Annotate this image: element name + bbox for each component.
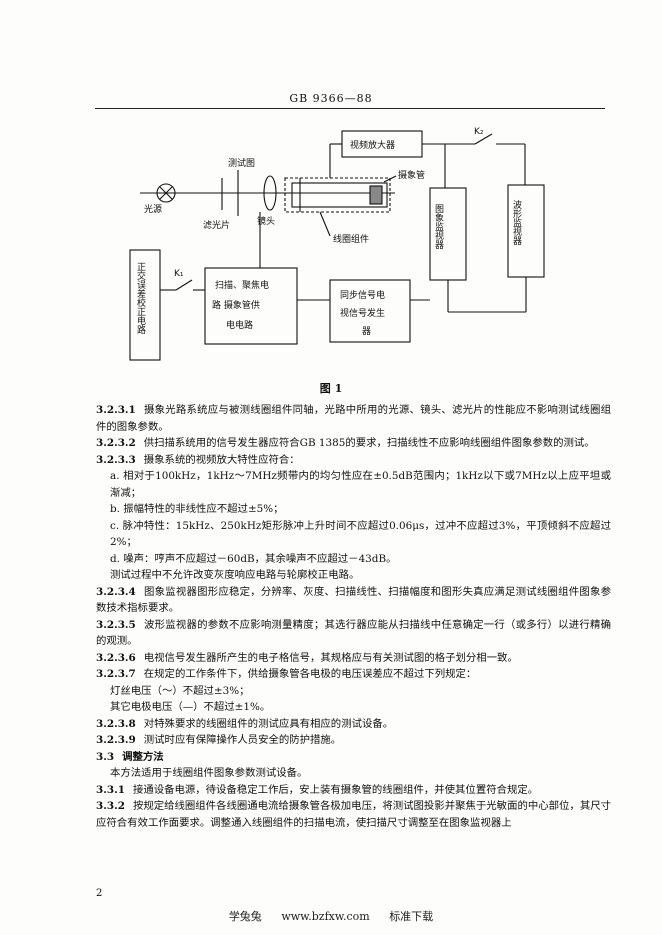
footer-watermark: 学兔兔 www.bzfxw.com 标准下载: [0, 908, 662, 924]
section-heading: 3.3 调整方法: [96, 749, 611, 766]
lens-icon: [263, 175, 277, 211]
label-video-amp: 视频放大器: [350, 139, 395, 151]
scan-focus-box: [204, 267, 298, 345]
sync-generator-box: [329, 279, 411, 343]
label-sync-line1: 同步信号电: [340, 289, 385, 301]
label-lens: 镜头: [257, 215, 275, 227]
paragraph-text: 在规定的工作条件下，供给摄象管各电极的电压误差应不超过下列规定：: [143, 668, 477, 680]
paragraph-text: 对特殊要求的线圈组件的测试应具有相应的测试设备。: [143, 717, 394, 730]
label-sync-line2: 视信号发生: [340, 307, 385, 319]
paragraph: d. 噪声：哼声不应超过－60dB，其余噪声不应超过－43dB。: [96, 551, 611, 568]
footer-site: 学兔兔: [228, 910, 262, 923]
paragraph: 其它电极电压（—）不超过±1%。: [96, 699, 611, 716]
paragraph-text: 波形监视器的参数不应影响测量精度；其选行器应能从扫描线中任意确定一行（或多行）以…: [96, 618, 611, 648]
paragraph-text: b. 振幅特性的非线性应不超过±5%；: [110, 503, 284, 515]
clause-number: 3.2.3.3: [96, 453, 136, 466]
paragraph-text: 测试时应有保障操作人员安全的防护措施。: [143, 734, 342, 746]
camera-tube-target: [369, 185, 383, 205]
paragraph: 3.2.3.6 电视信号发生器所产生的电子格信号，其规格应与有关测试图的格子划分相…: [96, 650, 611, 667]
paragraph-text: 电视信号发生器所产生的电子格信号，其规格应与有关测试图的格子划分相一致。: [143, 651, 518, 664]
label-image-monitor: 图象监视器: [433, 204, 444, 249]
clause-number: 3.3: [96, 750, 115, 763]
label-camera-tube: 摄象管: [398, 169, 425, 181]
k2-switch: [474, 133, 493, 145]
label-scan-line3: 电电路: [226, 319, 253, 331]
label-scan-line2: 路 摄象管供: [212, 299, 260, 311]
clause-number: 3.2.3.5: [96, 618, 136, 631]
paragraph: 3.2.3.2 供扫描系统用的信号发生器应符合GB 1385的要求，扫描线性不应影…: [96, 435, 611, 452]
label-waveform-monitor: 波形监视器: [511, 199, 522, 245]
figure-1-block-diagram: 光源 滤光片 测试图 镜头 摄象管 线圈组件 视频放大器 K₂ K₁ 图象监视器…: [129, 127, 545, 361]
standard-number-header: GB 9366—88: [289, 92, 373, 105]
paragraph: 3.2.3.7 在规定的工作条件下，供给摄象管各电极的电压误差应不超过下列规定：: [96, 666, 611, 683]
label-scan-line1: 扫描、聚焦电: [215, 279, 269, 291]
paragraph: 3.2.3.8 对特殊要求的线圈组件的测试应具有相应的测试设备。: [96, 716, 611, 733]
paragraph-text: a. 相对于100kHz，1kHz～7MHz频带内的均匀性应在±0.5dB范围内…: [110, 470, 611, 499]
light-source-icon: [156, 183, 176, 203]
clause-number: 3.2.3.1: [96, 404, 136, 416]
paragraph-text: 摄象光路系统应与被测线圈组件同轴，光路中所用的光源、镜头、滤光片的性能应不影响测…: [96, 404, 611, 433]
footer-tag: 标准下载: [389, 910, 434, 923]
paragraph-text: 接通设备电源，待设备稳定工作后，安上装有摄象管的线圈组件，并使其位置符合规定。: [132, 783, 539, 796]
footer-url[interactable]: www.bzfxw.com: [281, 910, 370, 923]
paragraph-text: 供扫描系统用的信号发生器应符合GB 1385的要求，扫描线性不应影响线圈组件图象…: [143, 437, 595, 449]
label-k2: K₂: [474, 127, 484, 137]
paragraph-text: 灯丝电压（～）不超过±3%；: [110, 684, 250, 697]
clause-number: 3.2.3.8: [96, 717, 136, 730]
clause-number: 3.2.3.9: [96, 734, 136, 746]
label-filter: 滤光片: [203, 219, 230, 231]
camera-tube-box: [291, 182, 388, 208]
label-coil-assembly: 线圈组件: [333, 233, 369, 245]
paragraph-text: d. 噪声：哼声不应超过－60dB，其余噪声不应超过－43dB。: [110, 552, 397, 565]
coil-assembly-box: [284, 177, 391, 213]
paragraph: 3.2.3.3 摄象系统的视频放大特性应符合：: [96, 452, 611, 469]
header-rule: [95, 108, 605, 109]
paragraph-text: 摄象系统的视频放大特性应符合：: [143, 453, 300, 466]
ortho-correction-box: [129, 249, 161, 361]
clause-number: 3.2.3.7: [96, 668, 136, 680]
paragraph-text: 测试过程中不允许改变灰度响应电路与轮廓校正电路。: [110, 569, 360, 581]
page-number: 2: [96, 888, 103, 899]
paragraph: c. 脉冲特性：15kHz、250kHz矩形脉冲上升时间不应超过0.06μs，过…: [96, 518, 611, 551]
heading-text: 调整方法: [122, 750, 164, 763]
paragraph: a. 相对于100kHz，1kHz～7MHz频带内的均匀性应在±0.5dB范围内…: [96, 468, 611, 501]
label-light-source: 光源: [144, 203, 162, 215]
clause-number: 3.2.3.6: [96, 651, 136, 664]
paragraph: b. 振幅特性的非线性应不超过±5%；: [96, 501, 611, 518]
figure-labels: 光源 滤光片 测试图 镜头 摄象管 线圈组件 视频放大器 K₂ K₁ 图象监视器…: [135, 127, 522, 337]
label-ortho-correction: 正交误差校正电路: [135, 262, 146, 335]
paragraph-text: 本方法适用于线圈组件图象参数测试设备。: [110, 767, 308, 779]
label-test-chart: 测试图: [228, 157, 255, 169]
clause-number: 3.3.1: [96, 783, 125, 796]
clause-number: 3.2.3.4: [96, 585, 136, 598]
paragraph-text: 其它电极电压（—）不超过±1%。: [110, 701, 271, 713]
paragraph: 3.2.3.9 测试时应有保障操作人员安全的防护措施。: [96, 732, 611, 749]
paragraph: 测试过程中不允许改变灰度响应电路与轮廓校正电路。: [96, 567, 611, 584]
paragraph-text: c. 脉冲特性：15kHz、250kHz矩形脉冲上升时间不应超过0.06μs，过…: [110, 519, 611, 549]
paragraph: 灯丝电压（～）不超过±3%；: [96, 683, 611, 700]
paragraph-text: 按规定给线圈组件各线圈通电流给摄象管各极加电压，将测试图投影并聚焦于光敏面的中心…: [96, 800, 611, 829]
label-k1: K₁: [174, 269, 184, 279]
label-sync-line3: 器: [362, 326, 371, 337]
clause-number: 3.3.2: [96, 800, 125, 812]
paragraph: 本方法适用于线圈组件图象参数测试设备。: [96, 765, 611, 782]
k1-switch: [175, 279, 193, 291]
paragraph-text: 图象监视器图形应稳定，分辨率、灰度、扫描线性、扫描幅度和图形失真应满足测试线圈组…: [96, 585, 611, 615]
paragraph: 3.3.1 接通设备电源，待设备稳定工作后，安上装有摄象管的线圈组件，并使其位置符…: [96, 782, 611, 799]
figure-caption: 图 1: [319, 382, 343, 395]
clause-number: 3.2.3.2: [96, 437, 136, 449]
